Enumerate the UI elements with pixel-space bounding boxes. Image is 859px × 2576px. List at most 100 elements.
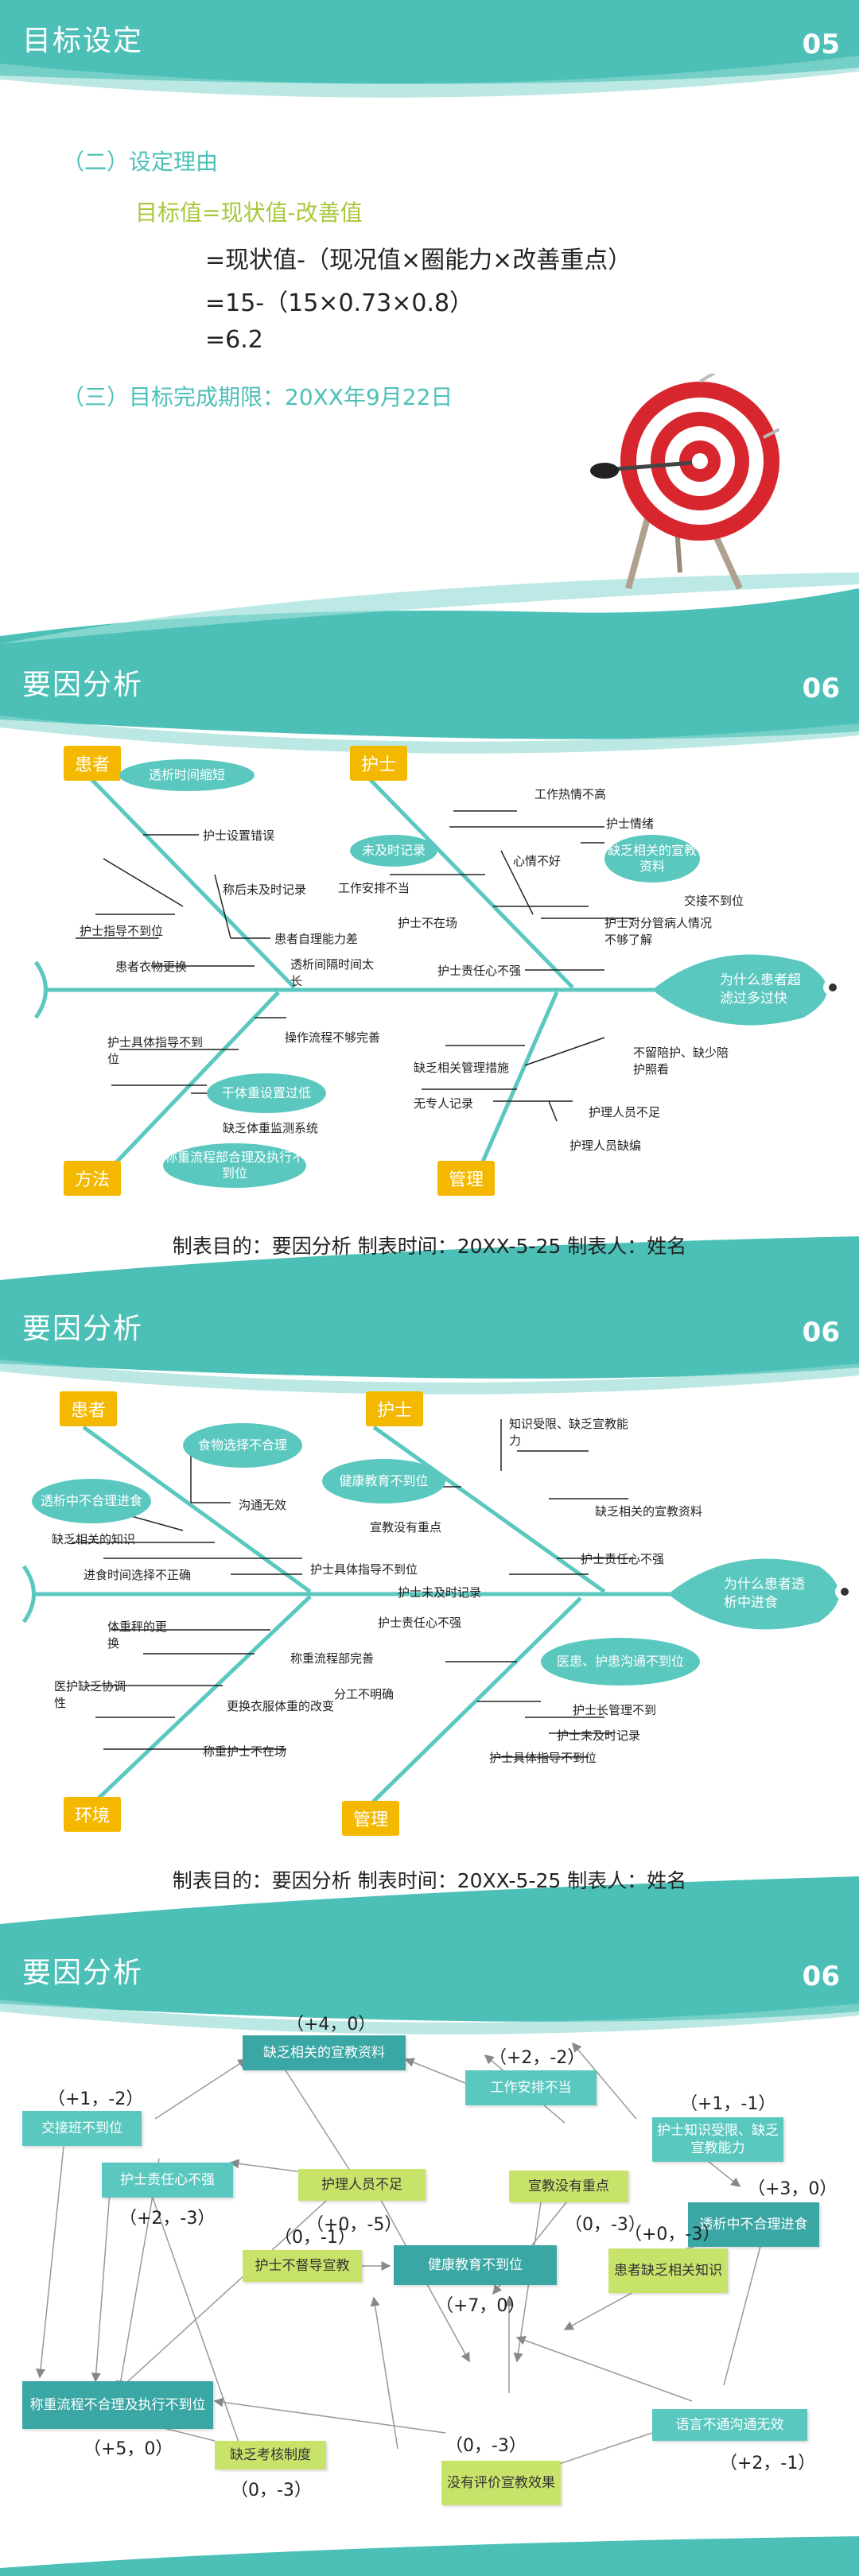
node-score: （+2，-1） — [720, 2454, 816, 2473]
category-environment: 环境 — [64, 1797, 122, 1832]
cause-label: 护士对分管病人情况不够了解 — [604, 916, 713, 947]
cause-label: 知识受限、缺乏宣教能力 — [509, 1417, 629, 1448]
cause-oval: 健康教育不到位 — [322, 1459, 445, 1503]
cause-label: 心情不好 — [513, 854, 562, 868]
cause-node: 护理人员不足 — [298, 2169, 426, 2201]
cause-label: 护士责任心不强 — [581, 1552, 665, 1566]
cause-node: 缺乏相关的宣教资料 — [243, 2035, 406, 2070]
formula-line: =15-（15×0.73×0.8） — [205, 289, 474, 317]
cause-node: 语言不通沟通无效 — [652, 2409, 807, 2441]
category-management: 管理 — [437, 1161, 496, 1196]
cause-label: 称后未及时记录 — [223, 883, 307, 897]
node-score: （+3，0） — [748, 2179, 838, 2199]
cause-node: 健康教育不到位 — [394, 2245, 557, 2285]
cause-oval: 称重流程部合理及执行不到位 — [163, 1143, 306, 1188]
cause-oval: 缺乏相关的宣教资料 — [604, 835, 700, 883]
cause-label: 医护缺乏协调性 — [54, 1679, 126, 1710]
cause-label: 护士未及时记录 — [398, 1585, 482, 1600]
cause-label: 不留陪护、缺少陪护照看 — [633, 1046, 729, 1077]
cause-node: 护士知识受限、缺乏宣教能力 — [652, 2117, 783, 2162]
cause-label: 称重护士不在场 — [203, 1744, 287, 1759]
cause-label: 无专人记录 — [414, 1096, 474, 1111]
category-method: 方法 — [64, 1161, 122, 1196]
cause-oval: 食物选择不合理 — [183, 1423, 302, 1468]
deadline-title: （三）目标完成期限：20XX年9月22日 — [62, 384, 453, 410]
slide-background — [0, 1288, 859, 1932]
fish-head-problem: 为什么患者透析中进食 — [724, 1577, 805, 1611]
node-score: （+2，-3） — [119, 2209, 216, 2229]
cause-label: 透析间隔时间太长 — [290, 957, 375, 988]
category-patient: 患者 — [64, 746, 122, 781]
slide-fishbone-eating: 要因分析 06 患者 护士 环境 管理 食物选择不合理 透析中不合理进食 健康教… — [0, 1288, 859, 1932]
slide-background — [0, 644, 859, 1288]
cause-label: 交接不到位 — [684, 894, 744, 908]
node-score: （+1，-2） — [48, 2089, 144, 2109]
cause-node: 宣教没有重点 — [509, 2171, 628, 2202]
cause-node: 护士不督导宣教 — [243, 2250, 362, 2282]
cause-label: 护士不在场 — [398, 916, 458, 930]
slide-background — [0, 1932, 859, 2576]
cause-label: 缺乏相关的知识 — [52, 1532, 136, 1546]
cause-label: 操作流程不够完善 — [285, 1030, 381, 1045]
node-score: （0，-1） — [274, 2228, 356, 2248]
cause-node: 称重流程不合理及执行不到位 — [22, 2381, 213, 2429]
category-management: 管理 — [342, 1801, 400, 1836]
cause-label: 工作热情不高 — [534, 787, 607, 801]
category-nurse: 护士 — [350, 746, 408, 781]
cause-label: 体重秤的更换 — [107, 1620, 168, 1651]
cause-label: 护理人员缺编 — [569, 1139, 642, 1153]
section-reason-title: （二）设定理由 — [62, 149, 219, 175]
node-score: （0，-3） — [565, 2215, 646, 2235]
cause-label: 护士具体指导不到位 — [489, 1751, 597, 1765]
cause-label: 护士未及时记录 — [557, 1728, 641, 1743]
target-dartboard-icon — [590, 374, 779, 590]
cause-oval: 干体重设置过低 — [207, 1073, 326, 1113]
cause-label: 护士责任心不强 — [378, 1616, 462, 1630]
cause-node: 护士责任心不强 — [102, 2163, 233, 2198]
category-patient: 患者 — [60, 1391, 118, 1426]
cause-label: 沟通无效 — [239, 1498, 287, 1512]
cause-label: 进食时间选择不正确 — [84, 1568, 192, 1582]
slide-number: 06 — [802, 1961, 840, 1992]
slide-number: 06 — [802, 1317, 840, 1348]
cause-label: 缺乏相关管理措施 — [414, 1061, 510, 1075]
formula-label: 目标值=现状值-改善值 — [135, 200, 363, 226]
cause-node: 缺乏考核制度 — [215, 2441, 326, 2469]
cause-label: 工作安排不当 — [338, 881, 410, 895]
node-score: （+5，0） — [84, 2439, 173, 2459]
cause-label: 分工不明确 — [334, 1687, 395, 1701]
cause-label: 称重流程部完善 — [290, 1651, 375, 1666]
node-score: （+7，0） — [436, 2296, 526, 2316]
cause-label: 缺乏体重监测系统 — [223, 1121, 319, 1135]
cause-label: 护士设置错误 — [203, 828, 275, 843]
cause-node: 工作安排不当 — [465, 2070, 597, 2105]
slide-target-setting: 目标设定 05 （二）设定理由 目标值=现状值-改善值 =现状值-（现况值×圈能… — [0, 0, 859, 644]
cause-node: 透析中不合理进食 — [688, 2202, 819, 2247]
cause-label: 护理人员不足 — [589, 1105, 661, 1119]
cause-label: 护士长管理不到 — [573, 1703, 657, 1717]
formula-line: =现状值-（现况值×圈能力×改善重点） — [205, 246, 632, 274]
formula-line: =6.2 — [205, 326, 263, 354]
slide-relation-diagram: 要因分析 06 缺乏相关的宣教资料 （+4，0） 工作安排不当 （+2，-2） … — [0, 1932, 859, 2576]
slide-title: 要因分析 — [22, 1313, 144, 1345]
node-score: （0，-3） — [231, 2481, 312, 2500]
slide-fishbone-overfiltration: 要因分析 06 患者 护士 方法 管理 透析时间缩短 未及时记录 缺乏相关的宣教… — [0, 644, 859, 1288]
cause-node: 交接班不到位 — [22, 2111, 142, 2146]
diagram-caption: 制表目的：要因分析 制表时间：20XX-5-25 制表人：姓名 — [172, 1235, 687, 1258]
cause-oval: 透析中不合理进食 — [32, 1479, 151, 1523]
fish-head-problem: 为什么患者超滤过多过快 — [720, 972, 801, 1007]
node-score: （+4，0） — [286, 2015, 376, 2035]
diagram-caption: 制表目的：要因分析 制表时间：20XX-5-25 制表人：姓名 — [172, 1869, 687, 1892]
cause-label: 更换衣服体重的改变 — [227, 1699, 335, 1713]
slide-title: 目标设定 — [22, 25, 144, 57]
node-score: （0，-3） — [445, 2436, 527, 2456]
cause-label: 宣教没有重点 — [370, 1520, 442, 1534]
node-score: （+0，-3） — [624, 2225, 721, 2244]
slide-background — [0, 0, 859, 644]
cause-label: 护士情绪 — [606, 817, 655, 831]
cause-label: 护士具体指导不到位 — [107, 1035, 204, 1066]
node-score: （+2，-2） — [489, 2048, 585, 2068]
cause-node: 患者缺乏相关知识 — [608, 2248, 728, 2293]
slide-number: 05 — [802, 29, 840, 60]
cause-label: 缺乏相关的宣教资料 — [595, 1504, 703, 1519]
